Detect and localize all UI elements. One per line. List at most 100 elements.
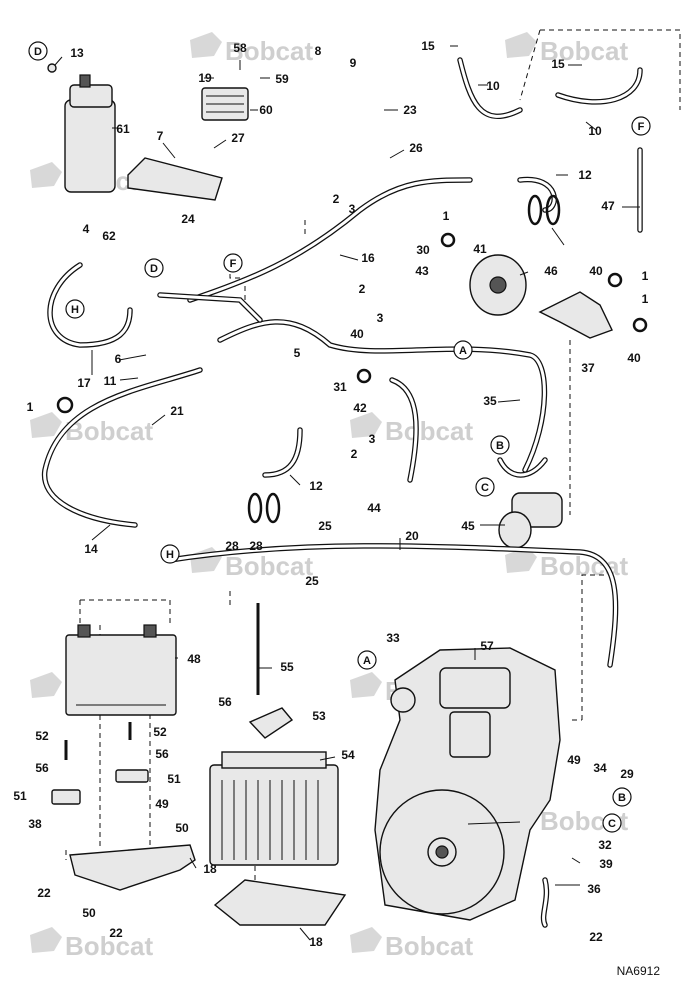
callout-number: 28 [225,539,239,553]
bobcat-logo-icon [30,162,62,188]
watermark-text: Bobcat [385,931,473,961]
battery-54 [209,751,339,866]
connection-letter: B [618,792,626,804]
callout-number: 38 [28,817,42,831]
callout-number: 49 [567,753,581,767]
callout-number: 56 [155,747,169,761]
callout-number: 7 [157,129,164,143]
callout-number: 10 [486,79,500,93]
callout-number: 3 [377,311,384,325]
connection-letter-circle: B [612,787,632,807]
bobcat-logo-icon [30,927,62,953]
connection-letter: A [363,655,371,667]
callout-number: 2 [351,447,358,461]
connection-letter-circle: B [490,435,510,455]
callout-number: 24 [181,212,195,226]
harness-wires [41,57,643,928]
callout-number: 34 [593,761,607,775]
callout-number: 62 [102,229,116,243]
bobcat-logo-icon [30,412,62,438]
leader-lines [54,45,640,941]
hold-down-51-right [115,769,149,783]
battery-48 [65,624,177,716]
connection-letter: D [34,46,42,58]
bobcat-logo-icon [350,672,382,698]
callout-number: 4 [83,222,90,236]
callout-number: 15 [551,57,565,71]
connection-letter: D [150,263,158,275]
connection-letter: H [71,304,79,316]
callout-number: 14 [84,542,98,556]
callout-number: 10 [588,124,602,138]
callout-number: 17 [77,376,91,390]
connection-letter: H [166,549,174,561]
callout-number: 52 [35,729,49,743]
callout-number: 39 [599,857,613,871]
callout-number: 35 [483,394,497,408]
callout-number: 1 [642,292,649,306]
callout-number: 44 [367,501,381,515]
watermark-text: Bobcat [540,36,628,66]
callout-number: 57 [480,639,494,653]
wire-rings [56,194,648,524]
callout-number: 16 [361,251,375,265]
hold-down-53 [248,707,294,739]
connection-letter-circle: C [475,477,495,497]
callout-number: 49 [155,797,169,811]
bracket-37 [538,291,613,339]
callout-number: 13 [70,46,84,60]
callout-number: 51 [13,789,27,803]
callout-number: 43 [415,264,429,278]
callout-number: 33 [386,631,400,645]
watermark-text: Bobcat [65,931,153,961]
bobcat-logo-icon [505,547,537,573]
callout-number: 8 [315,44,322,58]
callout-number: 18 [203,862,217,876]
callout-number: 21 [170,404,184,418]
fuel-filter-assembly [47,63,116,193]
engine-assembly-57 [374,647,561,921]
connection-letter-circle: H [65,299,85,319]
callout-number: 41 [473,242,487,256]
callout-number: 22 [109,926,123,940]
connection-letter: F [230,258,237,270]
watermark-text: Bobcat [540,551,628,581]
callout-number: 25 [318,519,332,533]
callout-number: 2 [359,282,366,296]
connection-letter-circle: H [160,544,180,564]
callout-number: 22 [37,886,51,900]
callout-number: 29 [620,767,634,781]
battery-tray-18-upper [69,844,196,891]
callout-number: 26 [409,141,423,155]
bobcat-logo-icon [30,672,62,698]
callout-number: 15 [421,39,435,53]
callout-number: 20 [405,529,419,543]
callout-number: 19 [198,71,212,85]
callout-number: 11 [104,374,117,388]
callout-number: 5 [294,346,301,360]
callout-number: 45 [461,519,475,533]
callout-number: 55 [280,660,294,674]
connection-letter-circle: F [631,116,651,136]
callout-number: 2 [333,192,340,206]
battery-tray-18-lower [213,879,347,926]
watermark-text: Bobcat [385,416,473,446]
connection-letter-circle: C [602,813,622,833]
callout-number: 56 [218,695,232,709]
callout-number: 22 [589,930,603,944]
callout-number: 1 [27,400,34,414]
drawing-code: NA6912 [617,964,661,978]
callout-number: 60 [259,103,273,117]
connection-letter-circle: D [144,258,164,278]
callout-number: 30 [416,243,430,257]
callout-number: 51 [167,772,181,786]
callout-number: 56 [35,761,49,775]
callout-number: 40 [627,351,641,365]
connection-letter-circle: A [357,650,377,670]
starter-motor-45 [498,492,563,549]
callout-number: 54 [341,748,355,762]
callout-number: 18 [309,935,323,949]
controller-module-60 [201,87,249,121]
connection-letter: A [459,345,467,357]
